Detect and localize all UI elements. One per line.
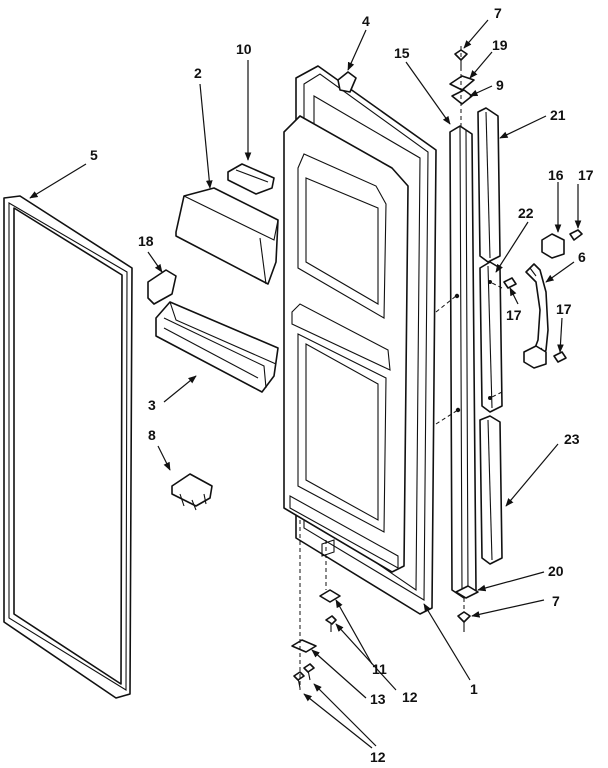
callout-6: 6 [578, 249, 586, 265]
dairy-door-part [227, 163, 275, 195]
callout-8: 8 [148, 427, 156, 443]
callout-17-top: 17 [578, 167, 594, 183]
callout-17-middle: 17 [506, 307, 522, 323]
handle-bracket-part [523, 233, 565, 369]
door-rail-part [175, 187, 279, 285]
callout-18: 18 [138, 233, 154, 249]
bin-retainer-part [147, 269, 177, 305]
top-screw-cover-part [337, 71, 357, 93]
callout-9: 9 [496, 77, 504, 93]
callout-20: 20 [548, 563, 564, 579]
leader-lines [29, 19, 582, 749]
door-assembly-part [283, 65, 437, 615]
bottom-hinge-hardware-part [455, 585, 479, 632]
assembly-lines [299, 46, 503, 690]
upper-trim-part [477, 107, 501, 263]
callout-3: 3 [148, 397, 156, 413]
callout-15: 15 [394, 45, 410, 61]
callout-23: 23 [564, 431, 580, 447]
callout-12-upper: 12 [402, 689, 418, 705]
callout-13: 13 [370, 691, 386, 707]
bracket-part [171, 473, 213, 511]
door-shelf-bin-part [155, 301, 279, 393]
callout-1: 1 [470, 681, 478, 697]
callout-labels: 1 2 3 4 5 6 7 7 8 9 10 11 12 12 13 15 16… [90, 5, 594, 765]
callout-7-top: 7 [494, 5, 502, 21]
lower-trim-part [479, 415, 503, 565]
callout-12-lower: 12 [370, 749, 386, 765]
callout-10: 10 [236, 41, 252, 57]
callout-19: 19 [492, 37, 508, 53]
lower-hinge-hardware-part [291, 589, 341, 689]
handle-trim-strip-part [449, 125, 477, 599]
callout-2: 2 [194, 65, 202, 81]
callout-4: 4 [362, 13, 370, 29]
door-gasket-part [3, 195, 133, 699]
callout-5: 5 [90, 147, 98, 163]
callout-17-lower: 17 [556, 301, 572, 317]
callout-7-bottom: 7 [552, 593, 560, 609]
callout-16: 16 [548, 167, 564, 183]
callout-22: 22 [518, 205, 534, 221]
middle-trim-part [479, 261, 503, 413]
callout-11: 11 [372, 661, 387, 677]
callout-21: 21 [550, 107, 566, 123]
screw-part [503, 229, 583, 363]
